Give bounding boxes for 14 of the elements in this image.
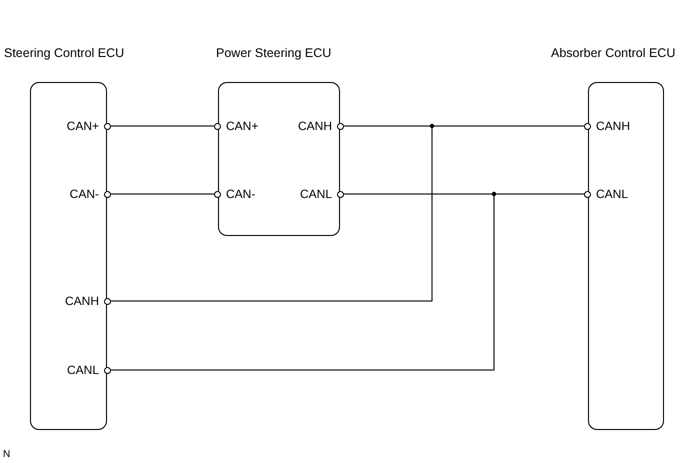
- pin-label: CANH: [64, 294, 99, 308]
- pin-label: CANL: [300, 187, 332, 201]
- pin-label: CANL: [596, 187, 628, 201]
- pin-label: CANL: [66, 363, 99, 377]
- ecu-title: Power Steering ECU: [216, 46, 332, 60]
- pin-label: CAN-: [226, 187, 256, 201]
- pin-label: CAN+: [66, 119, 99, 133]
- pin-label: CAN+: [226, 119, 258, 133]
- ecu-title: Absorber Control ECU: [551, 46, 676, 60]
- pin-label: CAN-: [70, 187, 99, 201]
- pin-label: CANH: [596, 119, 630, 133]
- pin-label: CANH: [298, 119, 332, 133]
- ecu-title: Steering Control ECU: [4, 46, 124, 60]
- note-text: N: [3, 449, 10, 460]
